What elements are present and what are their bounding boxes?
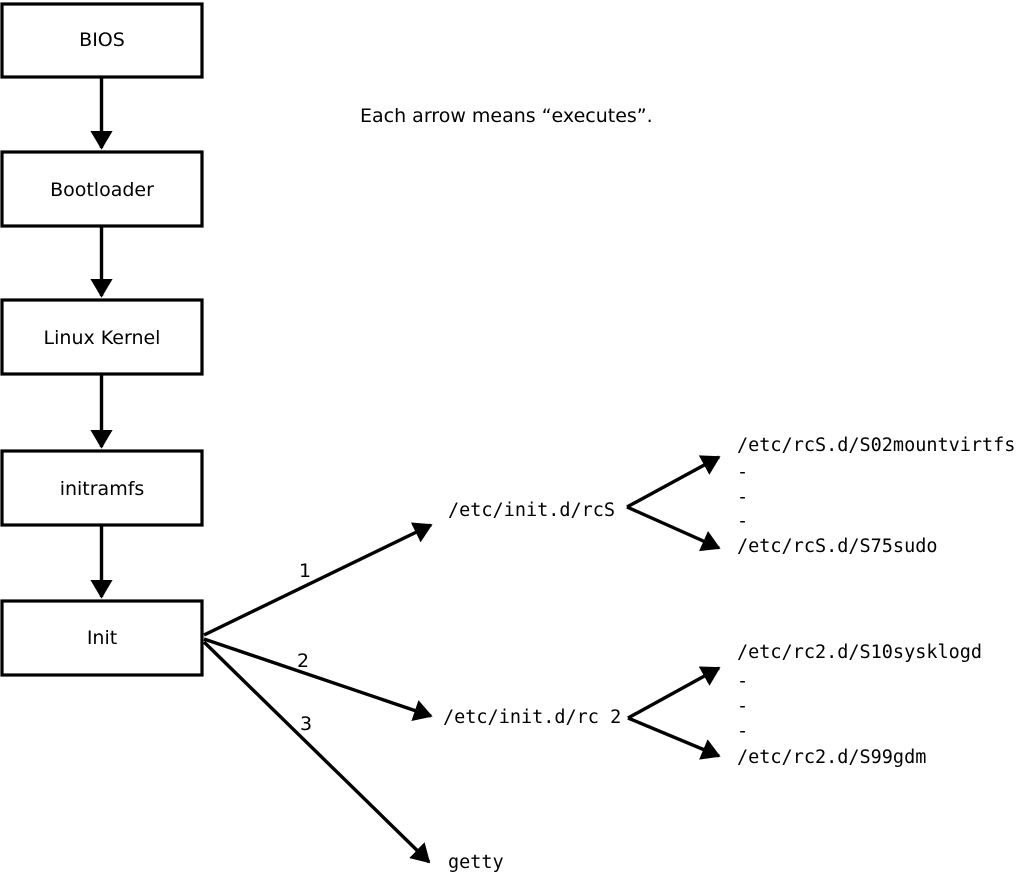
box-bootloader-label: Bootloader — [50, 179, 154, 201]
rc2-child-ellipsis-2: - — [737, 696, 748, 717]
rcs-script-label: /etc/init.d/rcS — [448, 500, 615, 521]
arrow-rcs-to-s75sudo — [626, 505, 721, 552]
box-init-label: Init — [87, 627, 117, 649]
rcs-child-ellipsis-2: - — [737, 487, 748, 508]
box-bios: BIOS — [0, 2, 204, 79]
box-bootloader-rect — [0, 150, 204, 228]
rc2-script-label: /etc/init.d/rc 2 — [443, 707, 621, 728]
box-linux-kernel-label: Linux Kernel — [44, 327, 161, 349]
rc2-child-s99gdm: /etc/rc2.d/S99gdm — [737, 747, 926, 768]
box-bootloader: Bootloader — [0, 150, 204, 228]
arrow-init-to-rc2 — [203, 637, 433, 722]
rc2-child-ellipsis-3: - — [737, 721, 748, 742]
arrow-init-to-getty — [202, 640, 431, 864]
box-bios-rect — [0, 2, 204, 79]
box-initramfs-label: initramfs — [60, 478, 145, 500]
arrow-init-to-rcs — [203, 522, 433, 637]
box-linux-kernel: Linux Kernel — [0, 298, 204, 376]
box-init-rect — [0, 599, 204, 677]
branch-3-order-label: 3 — [300, 713, 312, 735]
box-linux-kernel-rect — [0, 298, 204, 376]
legend-note: Each arrow means “executes”. — [360, 105, 653, 127]
rcs-child-s75sudo: /etc/rcS.d/S75sudo — [737, 536, 937, 557]
rc2-child-ellipsis-1: - — [737, 671, 748, 692]
box-initramfs: initramfs — [0, 449, 204, 527]
arrow-rcs-to-s02mountvirtfs — [626, 455, 721, 509]
box-init: Init — [0, 599, 204, 677]
branch-2-order-label: 2 — [297, 650, 309, 672]
box-initramfs-rect — [0, 449, 204, 527]
arrow-rc2-to-s99gdm — [627, 716, 721, 760]
rcs-child-ellipsis-3: - — [737, 511, 748, 532]
branch-1-order-label: 1 — [299, 560, 311, 582]
getty-label: getty — [448, 852, 504, 873]
arrow-rc2-to-s10sysklogd — [627, 666, 721, 720]
rc2-child-s10sysklogd: /etc/rc2.d/S10sysklogd — [737, 642, 982, 663]
rcs-child-ellipsis-1: - — [737, 462, 748, 483]
box-bios-label: BIOS — [79, 29, 125, 51]
rcs-child-s02mountvirtfs: /etc/rcS.d/S02mountvirtfs — [737, 435, 1015, 456]
